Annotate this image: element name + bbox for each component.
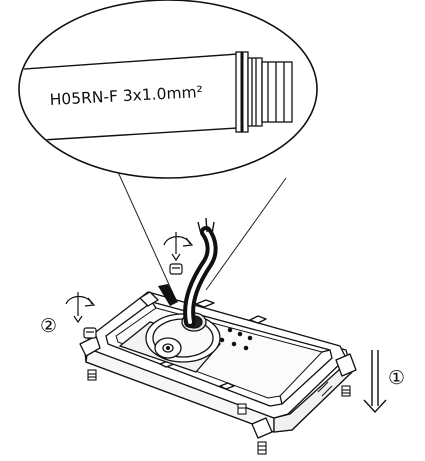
screw-top <box>163 232 194 275</box>
enclosure-base <box>79 291 357 439</box>
screw-left <box>65 292 97 339</box>
gland-plate <box>118 312 222 373</box>
bottom-screws <box>87 369 351 455</box>
tool-pointer <box>158 284 178 306</box>
power-cable <box>183 217 218 328</box>
step-one-label: ① <box>388 367 405 389</box>
cable-gland-magnified <box>235 51 293 133</box>
down-arrow <box>363 350 387 414</box>
callout-leaders <box>117 171 287 301</box>
cable-callout: H05RN-F 3x1.0mm² <box>18 0 318 179</box>
step-two-label: ② <box>40 315 57 337</box>
